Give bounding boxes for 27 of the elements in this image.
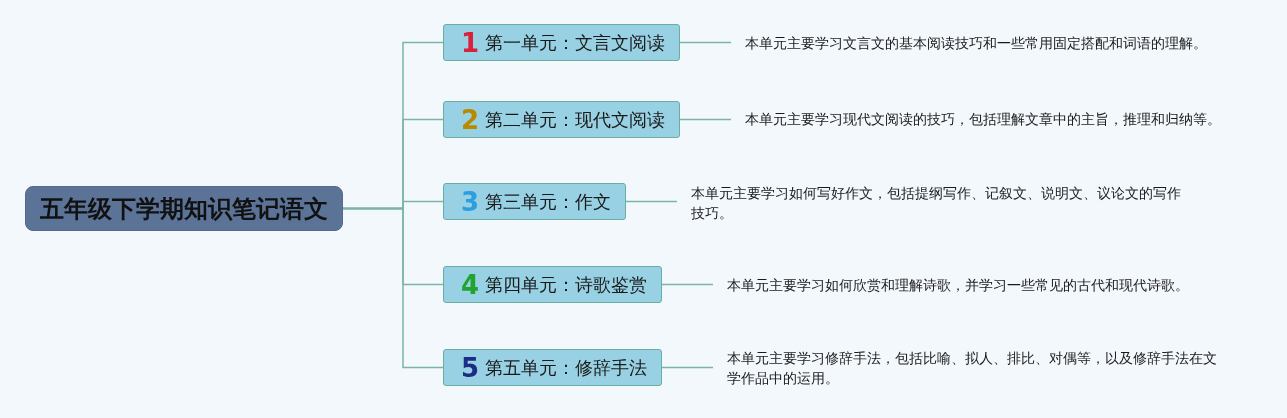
connector-line	[625, 200, 678, 203]
unit-title: 第一单元：文言文阅读	[485, 31, 666, 54]
root-topic-box: 五年级下学期知识笔记语文	[25, 186, 343, 231]
unit-title: 第五单元：修辞手法	[485, 356, 648, 379]
unit-box	[443, 183, 626, 220]
unit-title: 第四单元：诗歌鉴赏	[485, 273, 648, 296]
description-text: 本单元主要学习现代文阅读的技巧，包括理解文章中的主旨，推理和归纳等。	[745, 109, 1221, 129]
unit-box	[443, 266, 662, 303]
description-text: 本单元主要学习修辞手法，包括比喻、拟人、排比、对偶等，以及修辞手法在文学作品中的运用。	[727, 348, 1223, 388]
unit-title: 第二单元：现代文阅读	[485, 108, 666, 131]
unit-number: 5	[461, 354, 480, 381]
unit-number: 1	[461, 29, 480, 56]
unit-title: 第三单元：作文	[485, 190, 612, 213]
connector-line	[342, 207, 444, 369]
connector-line	[661, 366, 714, 369]
unit-box	[443, 24, 680, 61]
unit-number: 3	[461, 188, 480, 215]
description-text: 本单元主要学习文言文的基本阅读技巧和一些常用固定搭配和词语的理解。	[745, 33, 1207, 53]
connector-line	[679, 41, 732, 44]
unit-number: 4	[461, 271, 480, 298]
connector-line	[679, 118, 732, 121]
unit-box	[443, 101, 680, 138]
connector-line	[661, 283, 714, 286]
unit-number: 2	[461, 106, 480, 133]
description-text: 本单元主要学习如何欣赏和理解诗歌，并学习一些常见的古代和现代诗歌。	[727, 275, 1189, 295]
description-text: 本单元主要学习如何写好作文，包括提纲写作、记叙文、说明文、议论文的写作技巧。	[691, 183, 1188, 223]
unit-box	[443, 349, 662, 386]
